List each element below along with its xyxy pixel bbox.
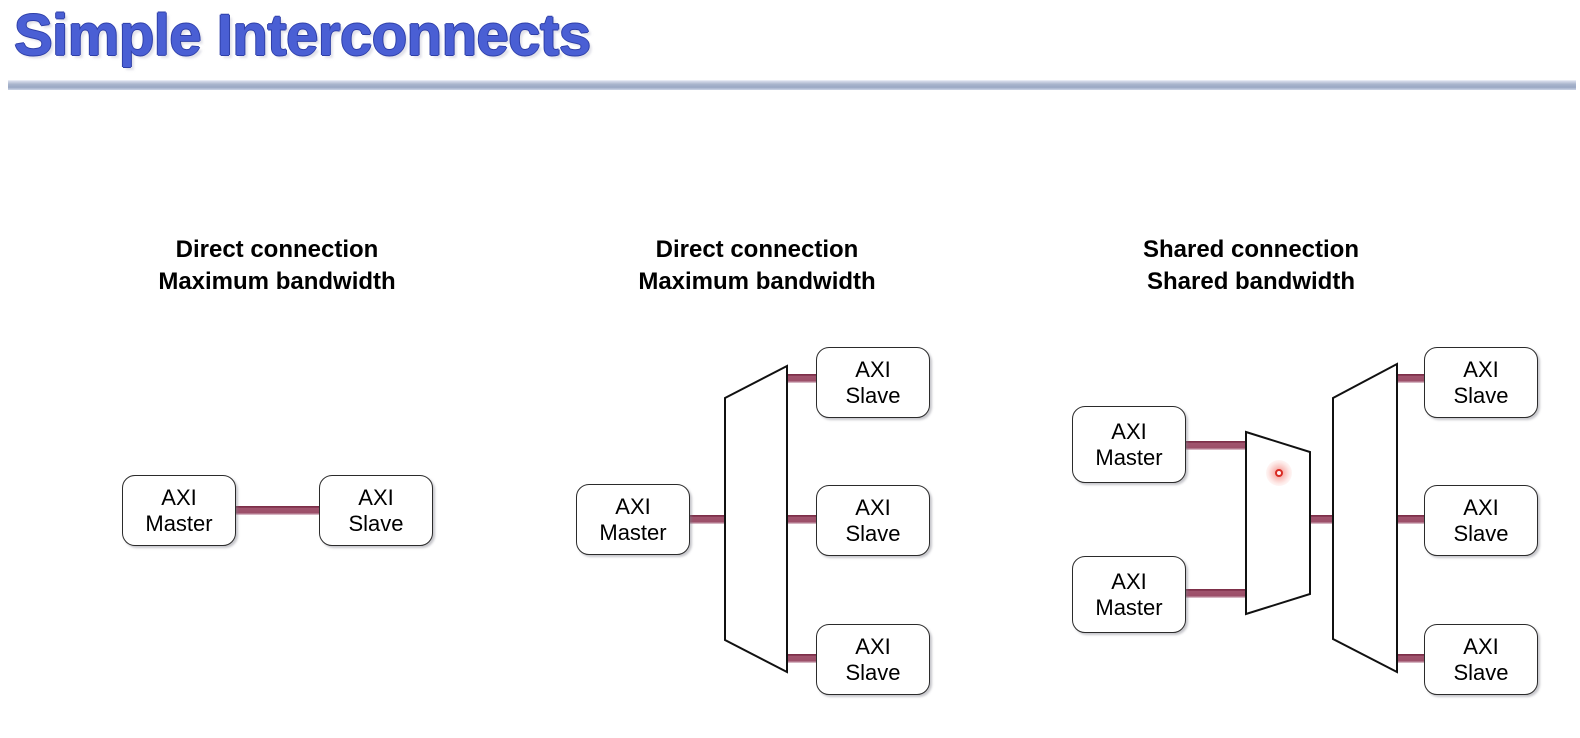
page-title: Simple Interconnects (14, 3, 591, 68)
bus-d2-master-to-demux (686, 515, 732, 524)
d3-axi-master-2-line1: AXI (1111, 568, 1147, 594)
bus-d2-demux-to-slave-3 (780, 654, 822, 663)
d1-axi-master[interactable]: AXI Master (122, 475, 236, 546)
d1-axi-slave-line1: AXI (358, 484, 394, 510)
d3-axi-master-1-line1: AXI (1111, 418, 1147, 444)
bus-d1-master-to-slave (232, 506, 322, 515)
d2-axi-slave-1[interactable]: AXI Slave (816, 347, 930, 418)
d2-axi-slave-2-line2: Slave (845, 520, 901, 546)
column-heading-1: Direct connection Maximum bandwidth (86, 234, 468, 297)
d3-axi-master-2-line2: Master (1095, 594, 1163, 620)
column-heading-3-line2: Shared bandwidth (1146, 267, 1355, 295)
d3-axi-slave-3-line1: AXI (1463, 633, 1499, 659)
bus-d3-demux-to-slave-3 (1390, 654, 1430, 663)
d3-axi-master-1[interactable]: AXI Master (1072, 406, 1186, 483)
d3-axi-slave-3[interactable]: AXI Slave (1424, 624, 1538, 695)
d2-axi-master[interactable]: AXI Master (576, 484, 690, 555)
column-heading-2-line2: Maximum bandwidth (638, 267, 876, 295)
column-heading-3: Shared connection Shared bandwidth (1060, 234, 1442, 297)
d2-axi-slave-1-line1: AXI (855, 356, 891, 382)
column-heading-2: Direct connection Maximum bandwidth (566, 234, 948, 297)
d2-axi-slave-3-line1: AXI (855, 633, 891, 659)
d3-axi-slave-2-line1: AXI (1463, 494, 1499, 520)
bus-d3-master-1-to-mux (1181, 441, 1251, 450)
bus-d3-mux-to-demux (1305, 515, 1339, 524)
d3-axi-slave-1[interactable]: AXI Slave (1424, 347, 1538, 418)
column-heading-1-line1: Direct connection (175, 236, 379, 263)
d3-demux[interactable] (1328, 358, 1404, 680)
d1-axi-slave-line2: Slave (348, 510, 404, 536)
d2-axi-slave-2[interactable]: AXI Slave (816, 485, 930, 556)
d3-axi-master-2[interactable]: AXI Master (1072, 556, 1186, 633)
d3-axi-slave-1-line1: AXI (1463, 356, 1499, 382)
title-divider (8, 80, 1576, 90)
bus-d3-master-2-to-mux (1181, 589, 1251, 598)
d2-demux[interactable] (720, 360, 794, 680)
column-heading-3-line1: Shared connection (1142, 236, 1360, 263)
d2-axi-slave-1-line2: Slave (845, 382, 901, 408)
d3-mux[interactable] (1240, 426, 1316, 620)
d2-axi-slave-3[interactable]: AXI Slave (816, 624, 930, 695)
d1-axi-master-line2: Master (145, 510, 213, 536)
d3-axi-slave-2-line2: Slave (1453, 520, 1509, 546)
d2-axi-slave-2-line1: AXI (855, 494, 891, 520)
bus-d2-demux-to-slave-1 (780, 374, 822, 383)
column-heading-1-line2: Maximum bandwidth (158, 267, 396, 295)
d1-axi-master-line1: AXI (161, 484, 197, 510)
d2-axi-master-line2: Master (599, 519, 667, 545)
column-heading-2-line1: Direct connection (655, 236, 859, 263)
d3-axi-slave-2[interactable]: AXI Slave (1424, 485, 1538, 556)
d3-axi-master-1-line2: Master (1095, 444, 1163, 470)
bus-d3-demux-to-slave-1 (1390, 374, 1430, 383)
bus-d2-demux-to-slave-2 (780, 515, 822, 524)
d3-axi-slave-1-line2: Slave (1453, 382, 1509, 408)
d2-axi-master-line1: AXI (615, 493, 651, 519)
bus-d3-demux-to-slave-2 (1390, 515, 1430, 524)
d2-axi-slave-3-line2: Slave (845, 659, 901, 685)
d1-axi-slave[interactable]: AXI Slave (319, 475, 433, 546)
d3-axi-slave-3-line2: Slave (1453, 659, 1509, 685)
